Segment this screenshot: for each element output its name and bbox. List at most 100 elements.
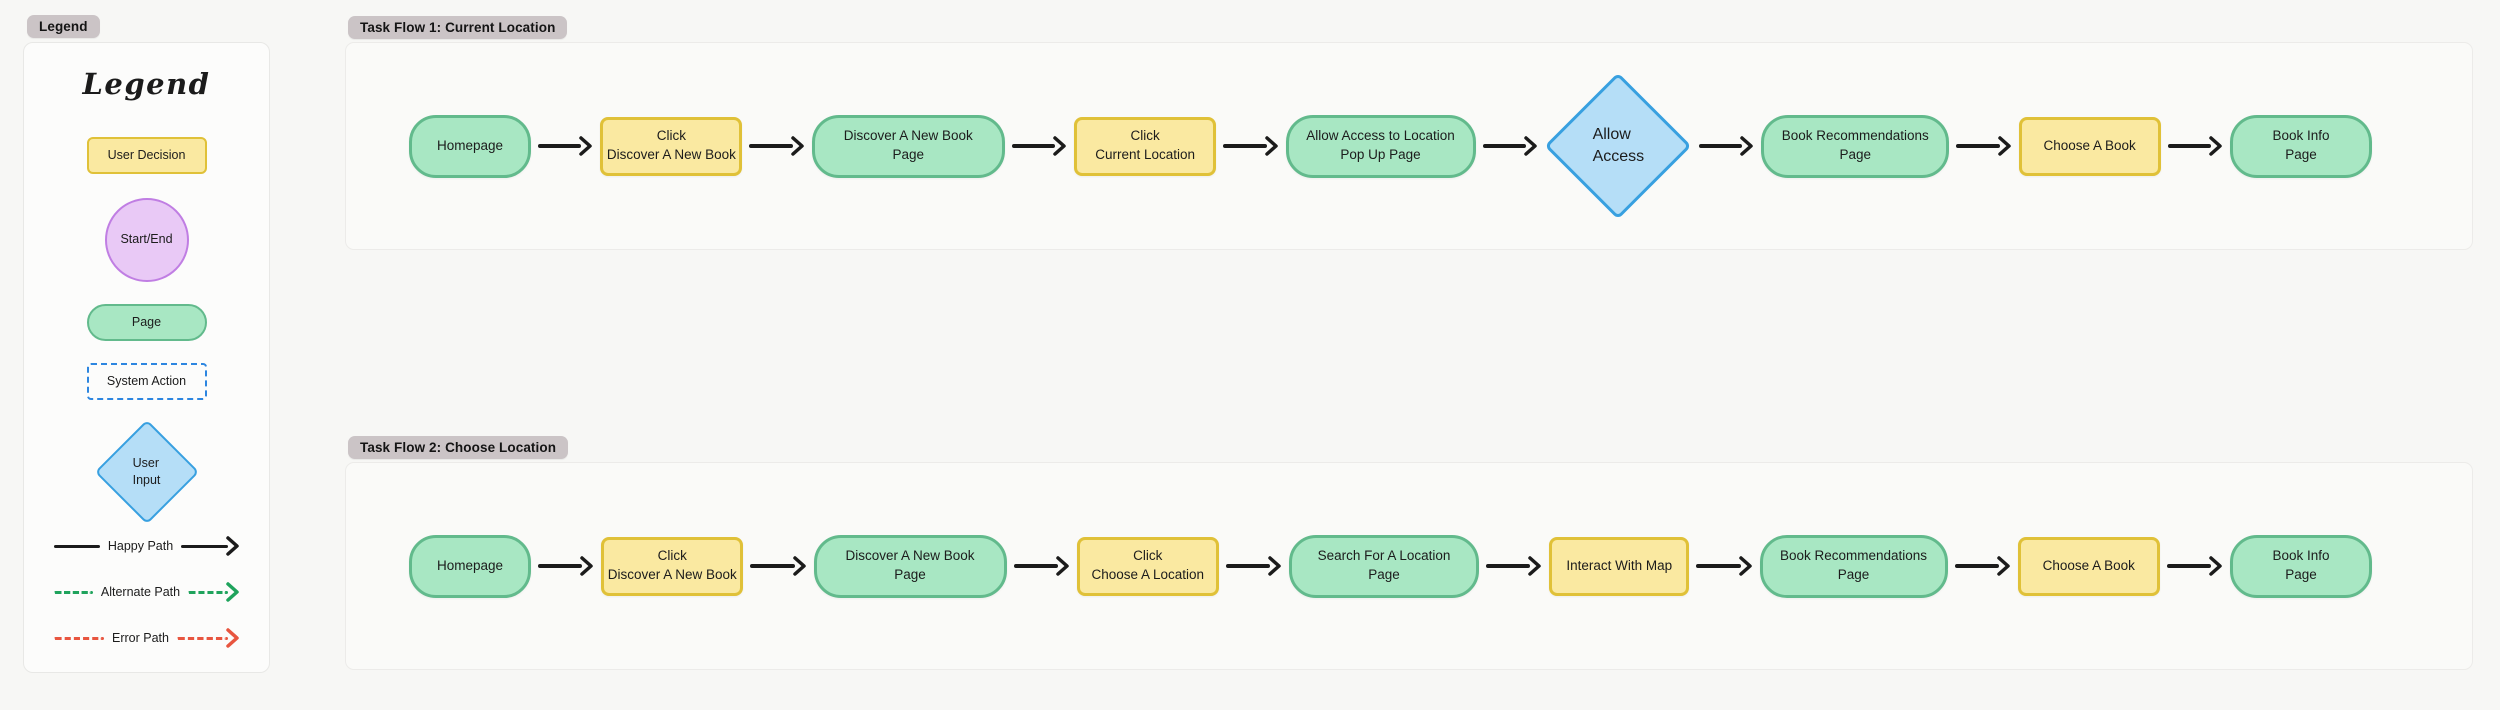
flow-connector xyxy=(538,135,593,157)
legend-panel: Legend User Decision Start/End Page Syst… xyxy=(23,42,270,673)
line-segment xyxy=(188,590,228,594)
node-label: Choose A Book xyxy=(2043,137,2136,153)
task-flow-1-container: Homepage Click Discover A New Book Disco… xyxy=(345,42,2473,250)
legend-user-decision-label: User Decision xyxy=(107,147,186,162)
node-book-info-page[interactable]: Book Info Page xyxy=(2230,534,2372,598)
legend-page-label: Page xyxy=(131,314,162,329)
node-choose-a-book[interactable]: Choose A Book xyxy=(2017,536,2160,596)
arrowhead-icon xyxy=(1264,136,1278,156)
node-label: Allow Access to Location Pop Up Page xyxy=(1306,128,1455,162)
node-label: Homepage xyxy=(436,557,504,573)
legend-user-input-label: User Input xyxy=(132,455,161,488)
arrowhead-icon xyxy=(579,136,593,156)
flow-connector xyxy=(1954,555,2011,577)
node-label: Book Info Page xyxy=(2272,128,2330,162)
node-label: Click Choose A Location xyxy=(1091,548,1205,582)
node-label: Book Info Page xyxy=(2272,548,2330,582)
flow-connector xyxy=(2166,555,2223,577)
node-allow-access-to-location-pop-up-page[interactable]: Allow Access to Location Pop Up Page xyxy=(1285,114,1476,178)
legend-page-shape[interactable]: Page xyxy=(86,304,207,341)
node-interact-with-map[interactable]: Interact With Map xyxy=(1549,536,1690,596)
node-choose-a-book[interactable]: Choose A Book xyxy=(2018,116,2161,176)
alternate-path-label: Alternate Path xyxy=(100,585,181,599)
happy-path-label: Happy Path xyxy=(107,539,174,553)
flow-connector xyxy=(1696,555,1752,577)
node-label: Interact With Map xyxy=(1566,557,1673,573)
arrowhead-icon xyxy=(1738,556,1752,576)
node-label: Book Recommendations Page xyxy=(1781,128,1929,162)
legend-error-path-arrow[interactable]: Error Path xyxy=(53,627,240,649)
error-path-label: Error Path xyxy=(112,631,169,645)
arrowhead-icon xyxy=(791,136,804,156)
node-label: Discover A New Book Page xyxy=(845,548,975,582)
node-label: Click Discover A New Book xyxy=(607,548,737,582)
node-search-for-a-location-page[interactable]: Search For A Location Page xyxy=(1289,534,1479,598)
node-homepage[interactable]: Homepage xyxy=(409,114,531,178)
arrowhead-icon xyxy=(225,536,239,556)
arrowhead-icon xyxy=(1053,136,1066,156)
flow-connector xyxy=(1956,135,2011,157)
node-label: Search For A Location Page xyxy=(1317,548,1451,582)
flow-connector xyxy=(2167,135,2223,157)
flow-connector xyxy=(538,555,594,577)
node-click-discover-a-new-book[interactable]: Click Discover A New Book xyxy=(601,536,744,596)
arrowhead-icon xyxy=(2209,556,2222,576)
flow-connector xyxy=(750,555,806,577)
line-segment xyxy=(181,544,228,548)
flow-connector xyxy=(1013,555,1070,577)
node-label: Allow Access xyxy=(1592,125,1645,165)
flow-connector xyxy=(1011,135,1067,157)
legend-start-end-shape[interactable]: Start/End xyxy=(104,198,189,282)
arrowhead-icon xyxy=(1056,556,1069,576)
node-label: Book Recommendations Page xyxy=(1779,548,1928,582)
flow-connector xyxy=(1223,135,1278,157)
legend-happy-path-arrow[interactable]: Happy Path xyxy=(53,535,240,557)
arrowhead-icon xyxy=(1528,556,1541,576)
node-label: Click Discover A New Book xyxy=(606,128,736,162)
node-book-recommendations-page[interactable]: Book Recommendations Page xyxy=(1761,114,1950,178)
node-homepage[interactable]: Homepage xyxy=(409,534,531,598)
arrowhead-icon xyxy=(792,556,806,576)
line-segment xyxy=(176,636,228,640)
legend-title: Legend xyxy=(82,67,211,101)
node-discover-a-new-book-page[interactable]: Discover A New Book Page xyxy=(811,114,1005,178)
line-segment xyxy=(53,636,105,640)
legend-system-action-label: System Action xyxy=(106,373,187,388)
task-flow-2-tag[interactable]: Task Flow 2: Choose Location xyxy=(348,436,569,459)
arrowhead-icon xyxy=(225,628,239,648)
task-flow-2-container: Homepage Click Discover A New Book Disco… xyxy=(345,462,2473,670)
arrowhead-icon xyxy=(1740,136,1753,156)
legend-start-end-label: Start/End xyxy=(120,232,173,247)
node-click-current-location[interactable]: Click Current Location xyxy=(1074,116,1217,176)
node-label: Homepage xyxy=(436,137,504,153)
arrowhead-icon xyxy=(2209,136,2222,156)
flow-connector xyxy=(1698,135,1754,157)
arrowhead-icon xyxy=(580,556,593,576)
node-book-recommendations-page[interactable]: Book Recommendations Page xyxy=(1759,534,1948,598)
legend-user-decision-shape[interactable]: User Decision xyxy=(86,137,207,174)
arrowhead-icon xyxy=(1524,136,1537,156)
arrowhead-icon xyxy=(1997,136,2011,156)
arrowhead-icon xyxy=(1268,556,1281,576)
legend-user-input-shape[interactable]: User Input xyxy=(94,419,199,525)
node-allow-access[interactable]: Allow Access xyxy=(1544,72,1692,220)
line-segment xyxy=(53,590,93,594)
legend-tag[interactable]: Legend xyxy=(27,15,100,38)
line-segment xyxy=(53,544,100,548)
flow-connector xyxy=(1486,555,1542,577)
node-book-info-page[interactable]: Book Info Page xyxy=(2230,114,2372,178)
node-label: Click Current Location xyxy=(1095,128,1196,162)
flow-connector xyxy=(749,135,804,157)
task-flow-1-tag[interactable]: Task Flow 1: Current Location xyxy=(348,16,568,39)
flow-connector xyxy=(1482,135,1538,157)
legend-alternate-path-arrow[interactable]: Alternate Path xyxy=(53,581,240,603)
flow-connector xyxy=(1225,555,1282,577)
node-click-discover-a-new-book[interactable]: Click Discover A New Book xyxy=(600,116,743,176)
node-label: Discover A New Book Page xyxy=(843,128,973,162)
legend-system-action-shape[interactable]: System Action xyxy=(86,363,207,400)
node-discover-a-new-book-page[interactable]: Discover A New Book Page xyxy=(813,534,1007,598)
arrowhead-icon xyxy=(225,582,239,602)
node-click-choose-a-location[interactable]: Click Choose A Location xyxy=(1076,536,1219,596)
arrowhead-icon xyxy=(1997,556,2010,576)
